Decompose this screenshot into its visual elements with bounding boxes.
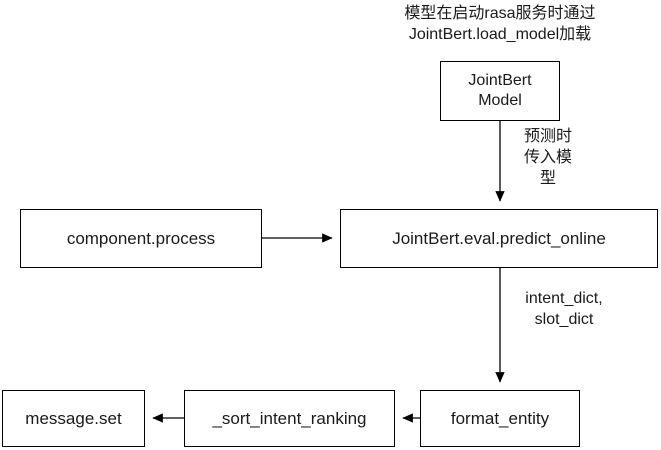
- node-message-set[interactable]: message.set: [2, 390, 145, 447]
- edge-label-predict-pass-model: 预测时 传入模 型: [523, 128, 572, 187]
- load-model-annotation: 模型在启动rasa服务时通过 JointBert.load_model加载: [404, 5, 596, 43]
- edge-label-intent-slot-dict: intent_dict, slot_dict: [525, 290, 603, 328]
- node-jointbert-model[interactable]: JointBert Model: [440, 61, 560, 121]
- node-component-process[interactable]: component.process: [20, 209, 262, 268]
- node-predict-online[interactable]: JointBert.eval.predict_online: [340, 209, 658, 268]
- node-sort-intent-ranking[interactable]: _sort_intent_ranking: [184, 390, 395, 447]
- node-format-entity[interactable]: format_entity: [420, 390, 580, 447]
